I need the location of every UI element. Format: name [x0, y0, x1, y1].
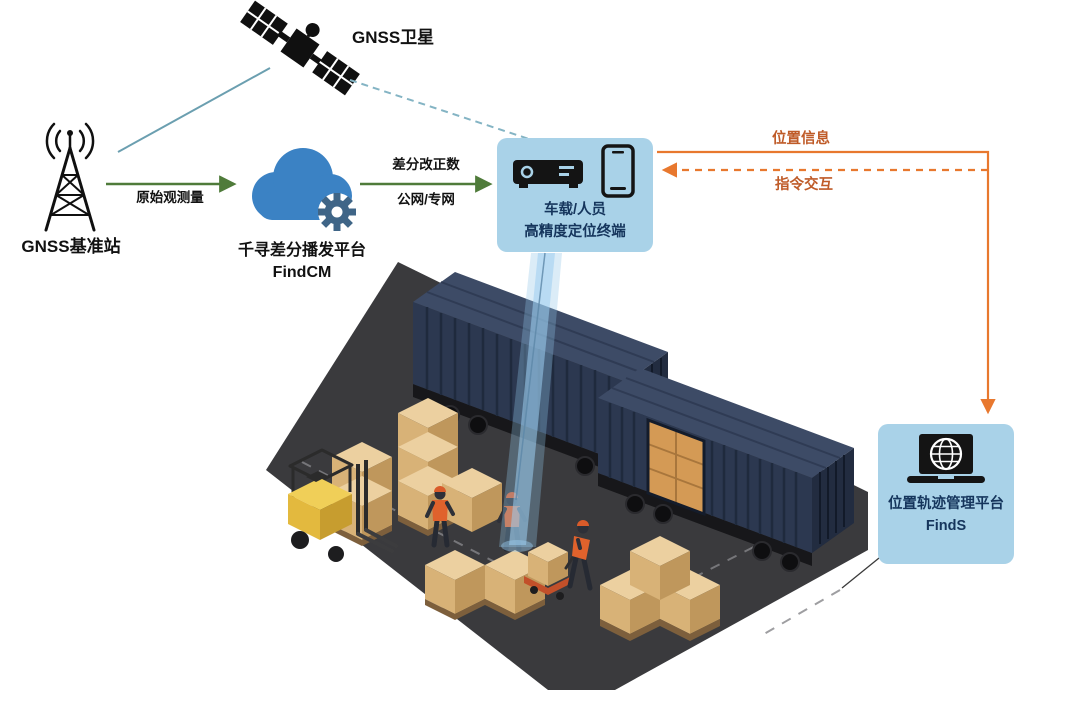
- location-info-label: 位置信息: [772, 131, 830, 147]
- gear-icon: [318, 193, 356, 231]
- positioning-beam: [499, 252, 562, 552]
- correction-label-line2: 公网/专网: [397, 192, 455, 207]
- platform-label-line2: FindS: [925, 517, 967, 534]
- pallet-right-cluster: [600, 536, 720, 641]
- container-open-door: [646, 417, 706, 517]
- trailer-wheels: [625, 494, 800, 572]
- cloud-platform-product: FindCM: [272, 263, 332, 281]
- platform-label-line1: 位置轨迹管理平台: [888, 496, 1004, 512]
- terminal-icons: [513, 144, 635, 198]
- command-interaction-label: 指令交互: [775, 177, 833, 193]
- cloud-platform-label: 千寻差分播发平台 FindCM: [224, 240, 380, 283]
- satellite-label: GNSS卫星: [352, 28, 435, 47]
- laptop-globe-icon: [907, 434, 985, 483]
- radio-tower-icon: [44, 122, 96, 232]
- worker-figure-left: [425, 486, 455, 548]
- cloud-platform-name: 千寻差分播发平台: [237, 242, 366, 259]
- terminal-node: 车载/人员 高精度定位终端: [497, 138, 653, 252]
- smartphone-icon: [601, 144, 635, 198]
- worker-figure-right: [567, 520, 593, 591]
- arrow-location-info: [657, 150, 996, 415]
- raw-observation-label: 原始观测量: [136, 190, 204, 205]
- base-station-label: GNSS基准站: [21, 237, 121, 256]
- signal-waves-icon: [45, 122, 95, 160]
- correction-label-line1: 差分改正数: [392, 157, 460, 172]
- platform-callout-line: [841, 553, 885, 589]
- pallet-jack: [524, 542, 582, 600]
- gnss-downlink-line: [117, 67, 271, 153]
- satellite-icon: [240, 0, 360, 96]
- forklift-icon: [288, 448, 398, 562]
- terminal-label-line2: 高精度定位终端: [524, 223, 626, 240]
- gnss-downlink-dashed-line: [349, 79, 533, 141]
- container-right: [598, 368, 854, 572]
- pallet-center-cluster: [425, 550, 545, 620]
- warehouse-scene: [266, 252, 868, 690]
- terminal-label-line1: 车载/人员: [543, 202, 607, 218]
- pallet-box-single: [442, 468, 502, 532]
- receiver-icon: [513, 160, 583, 188]
- platform-node: 位置轨迹管理平台 FindS: [878, 424, 1014, 564]
